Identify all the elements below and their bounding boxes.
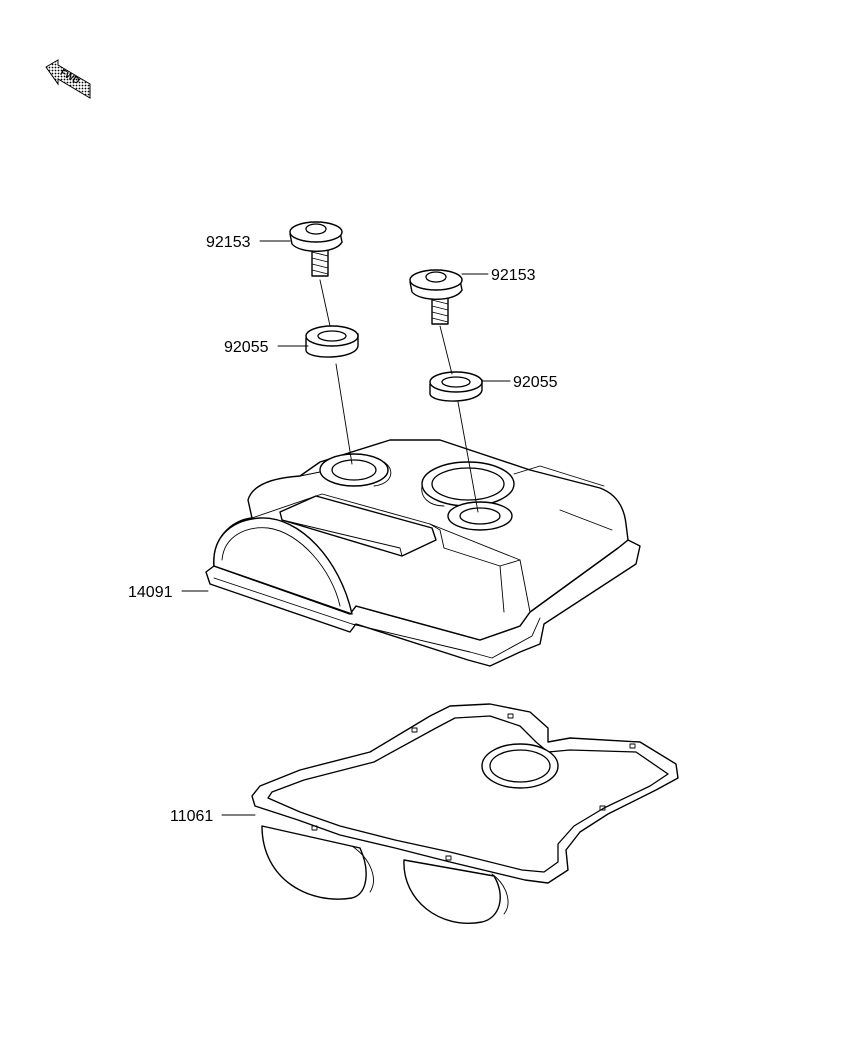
callout-bolt-left: 92153 <box>206 234 251 251</box>
leader-lines <box>181 240 511 816</box>
callout-gasket: 11061 <box>170 808 213 825</box>
washer-92055-right <box>429 371 483 402</box>
callout-washer-right: 92055 <box>513 374 558 391</box>
head-cover-14091 <box>205 439 641 667</box>
gasket-11061 <box>251 703 679 924</box>
callout-washer-left: 92055 <box>224 339 269 356</box>
callout-cover: 14091 <box>128 584 173 601</box>
bolt-92153-left <box>289 221 343 277</box>
assembly-guide-lines <box>319 279 479 513</box>
washer-92055-left <box>305 325 359 358</box>
bolt-92153-right <box>409 269 463 325</box>
forward-arrow-icon: FWD <box>45 59 91 99</box>
callout-bolt-right: 92153 <box>491 267 536 284</box>
